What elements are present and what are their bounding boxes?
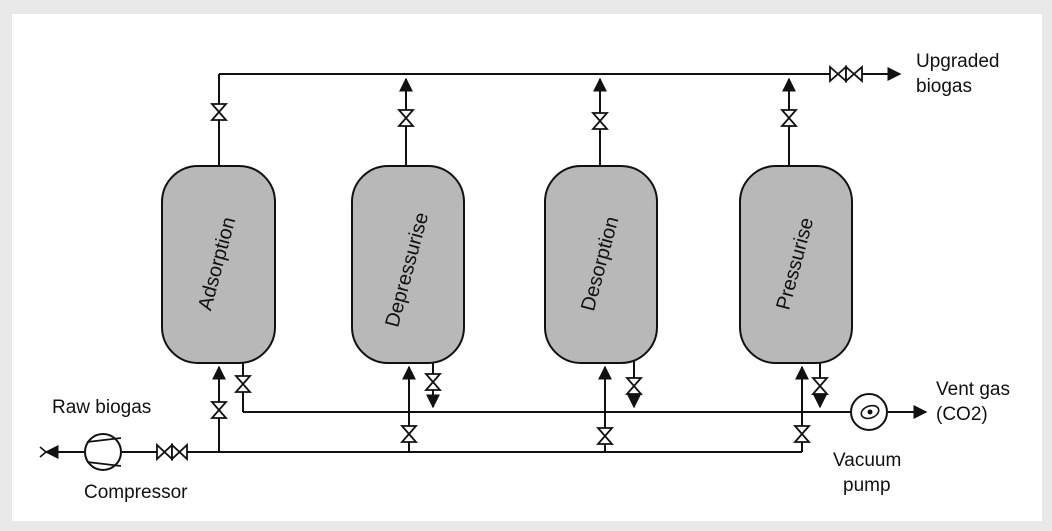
valve-icon [234,375,252,393]
vent-gas-label-line2: (CO2) [936,404,988,425]
valves-group [156,65,863,462]
valve-icon [210,401,228,419]
compressor-icon [84,433,122,471]
valve-icon [596,427,614,445]
compressor-valve-icon [171,442,188,462]
valve-icon [780,109,798,127]
compressor-label: Compressor [84,482,188,503]
upgraded-biogas-label: Upgraded [916,51,999,72]
vent-gas-label: Vent gas [936,379,1010,400]
product-valve-icon [829,65,847,83]
vessel-desorption: Desorption [544,165,658,364]
vacuum-pump-icon [850,393,888,431]
vessel-depressurise: Depressurise [351,165,465,364]
vacuum-pump-label: Vacuum [833,450,901,471]
valve-icon [210,103,228,121]
upgraded-biogas-label-line2: biogas [916,76,972,97]
vessel-adsorption: Adsorption [161,165,276,364]
valve-icon [397,109,415,127]
valve-icon [811,377,829,395]
valve-icon [793,425,811,443]
compressor-valve-icon [156,442,173,462]
product-valve-icon [845,65,863,83]
valve-icon [400,425,418,443]
vacuum-pump-label-line2: pump [843,475,891,496]
valve-icon [591,112,609,130]
inlet-arrow-icon [39,446,48,458]
valve-icon [424,373,442,391]
vessel-pressurise: Pressurise [739,165,853,364]
valve-icon [625,377,643,395]
raw-biogas-label: Raw biogas [52,397,151,418]
